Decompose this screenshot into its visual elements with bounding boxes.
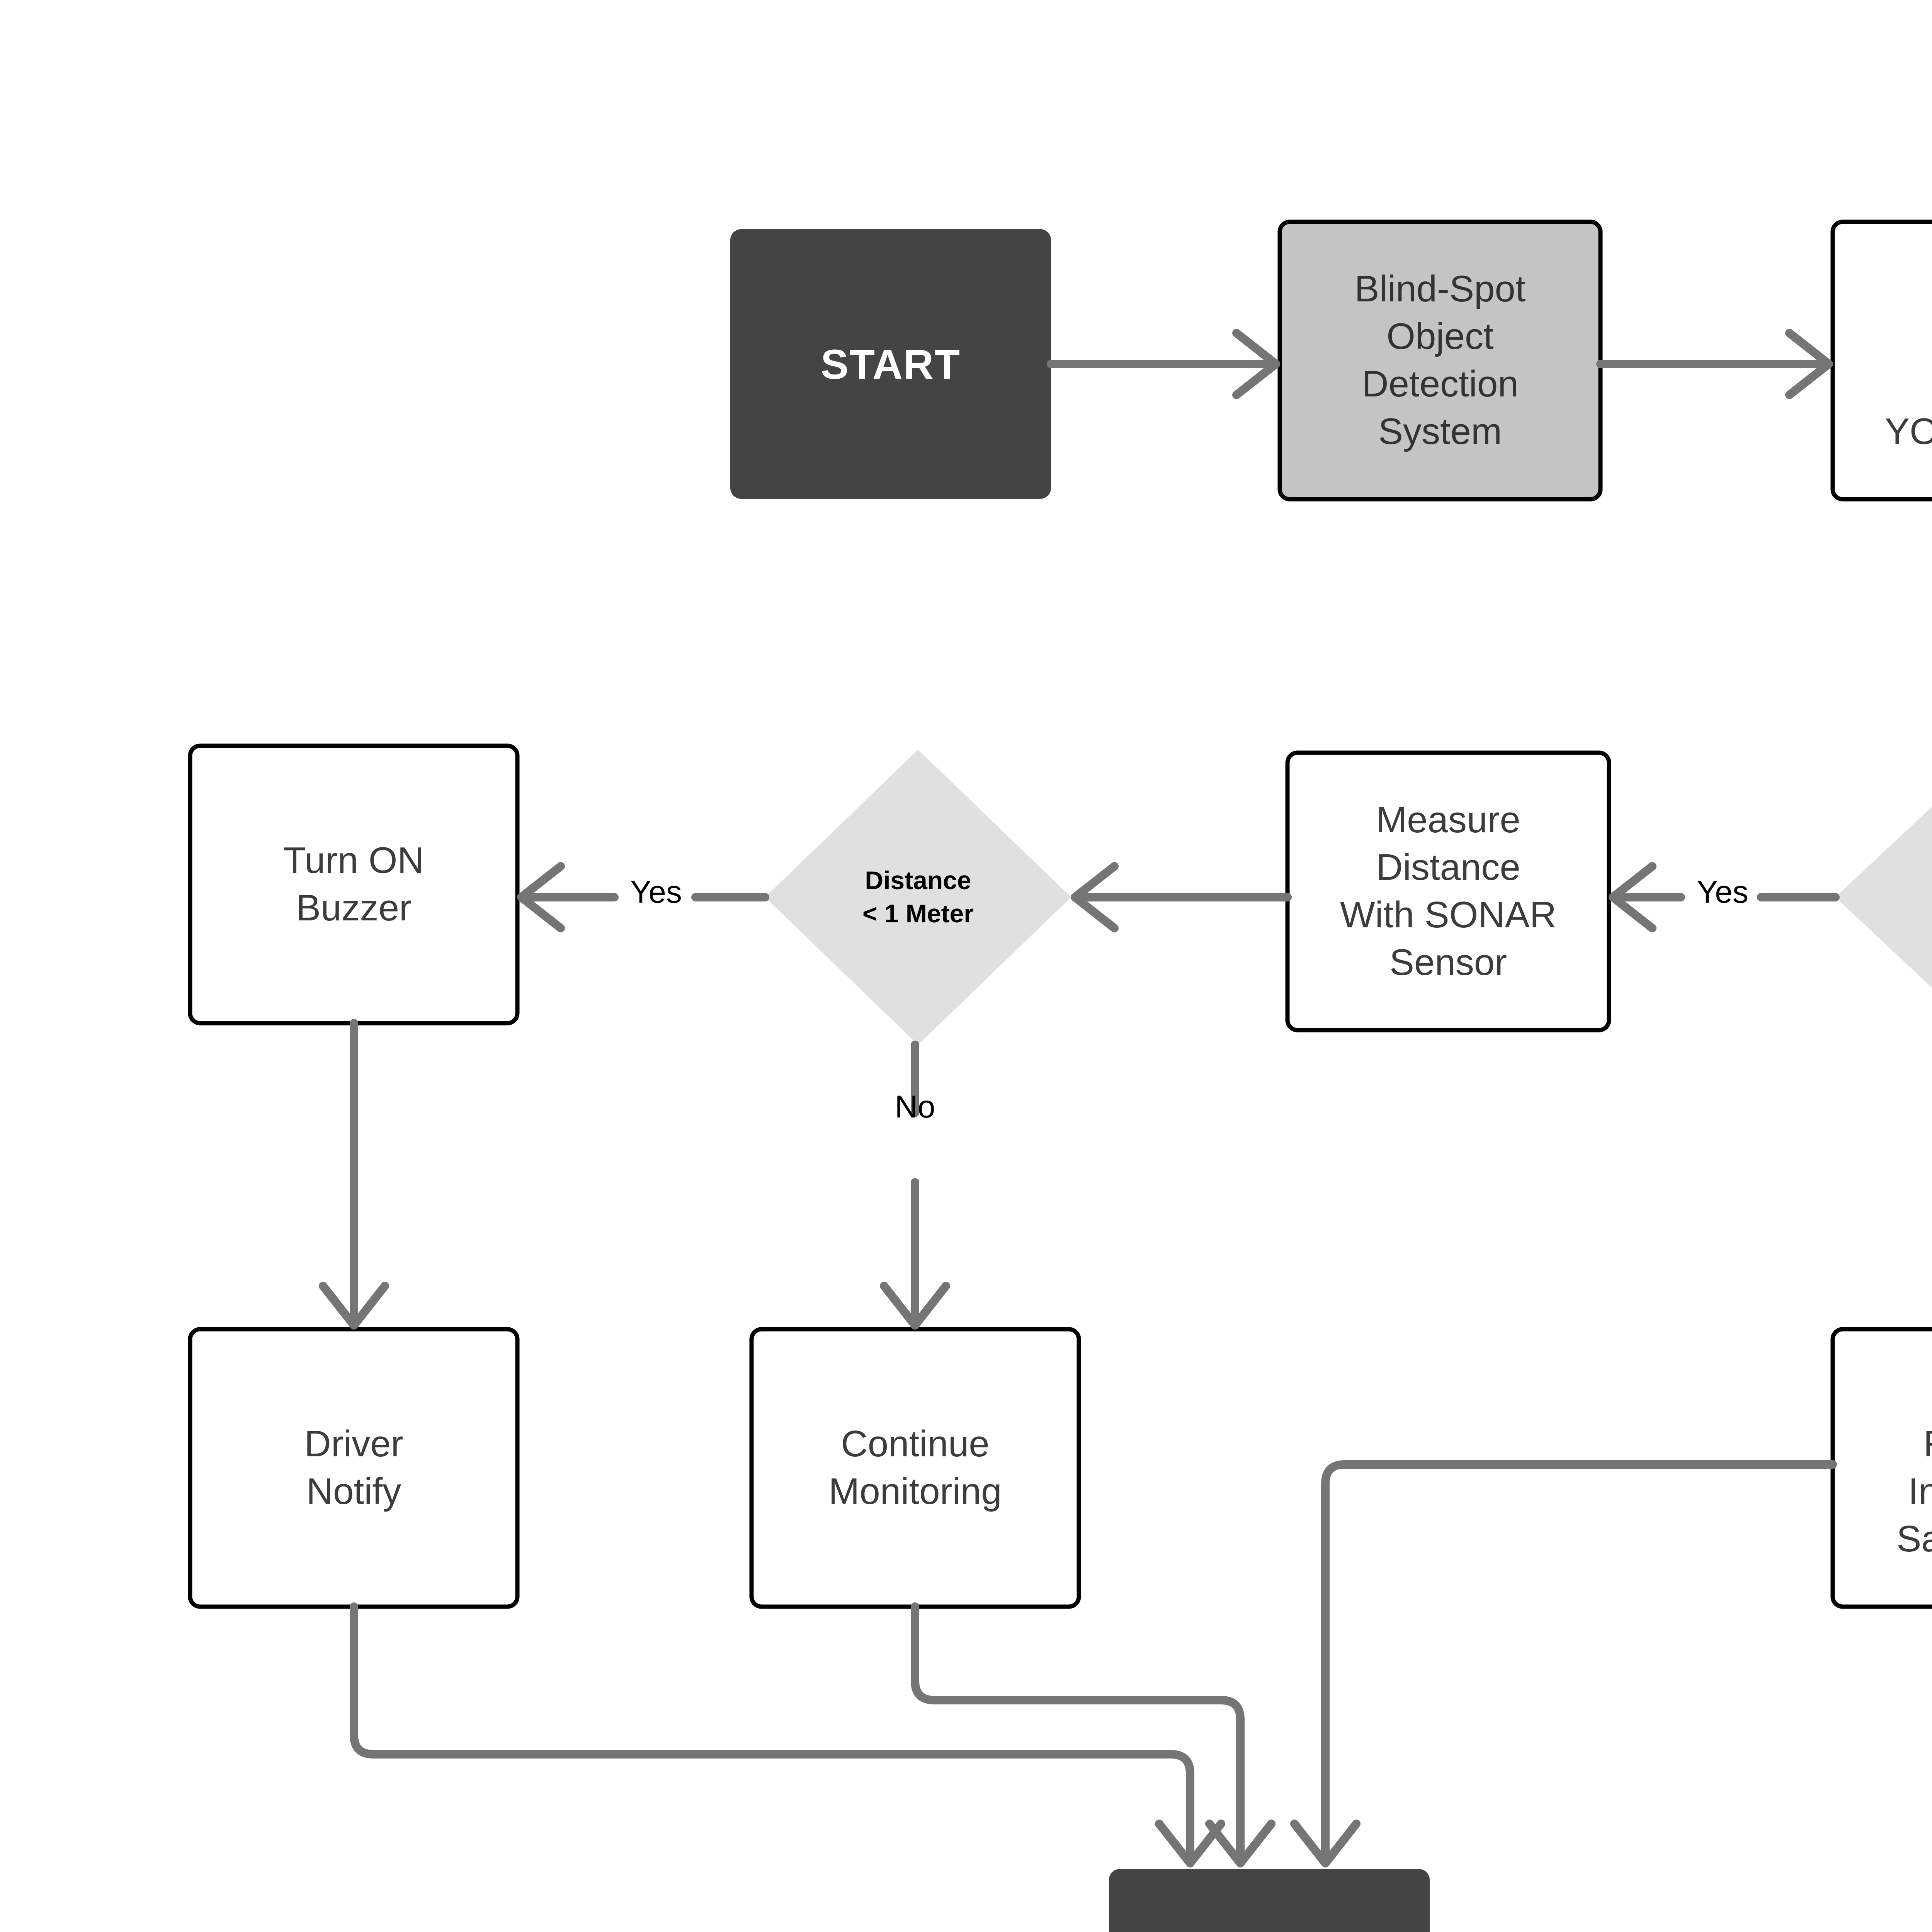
node-distance-decision-shape[interactable] bbox=[765, 750, 1071, 1045]
edge-buzzer-to-driver-notify bbox=[319, 1019, 389, 1330]
node-start-shape[interactable] bbox=[730, 229, 1051, 499]
node-driver-notify-shape[interactable] bbox=[188, 1327, 520, 1609]
edge-measure-to-distance bbox=[1071, 862, 1292, 932]
edge-blindspot-yes-to-measure bbox=[1609, 862, 1840, 932]
node-continue-monitoring-shape[interactable] bbox=[749, 1327, 1081, 1609]
node-system-shape[interactable] bbox=[1277, 219, 1603, 502]
edge-system-to-detect bbox=[1596, 329, 1833, 399]
node-blindspot-decision-shape[interactable] bbox=[1835, 747, 1932, 1048]
node-soner-inactive-shape[interactable] bbox=[1830, 1327, 1932, 1609]
node-measure-shape[interactable] bbox=[1285, 750, 1611, 1032]
edge-driver-notify-to-end bbox=[350, 1602, 1225, 1867]
edge-start-to-system bbox=[1047, 329, 1280, 399]
edge-continue-to-end bbox=[911, 1602, 1276, 1867]
edge-distance-yes-to-buzzer bbox=[517, 862, 769, 932]
edge-soner-to-end bbox=[1290, 1460, 1837, 1867]
edge-distance-no-to-continue bbox=[880, 1041, 950, 1330]
node-buzzer-shape[interactable] bbox=[188, 743, 520, 1026]
node-detect-shape[interactable] bbox=[1830, 219, 1932, 502]
node-end-shape[interactable] bbox=[1109, 1869, 1430, 1932]
